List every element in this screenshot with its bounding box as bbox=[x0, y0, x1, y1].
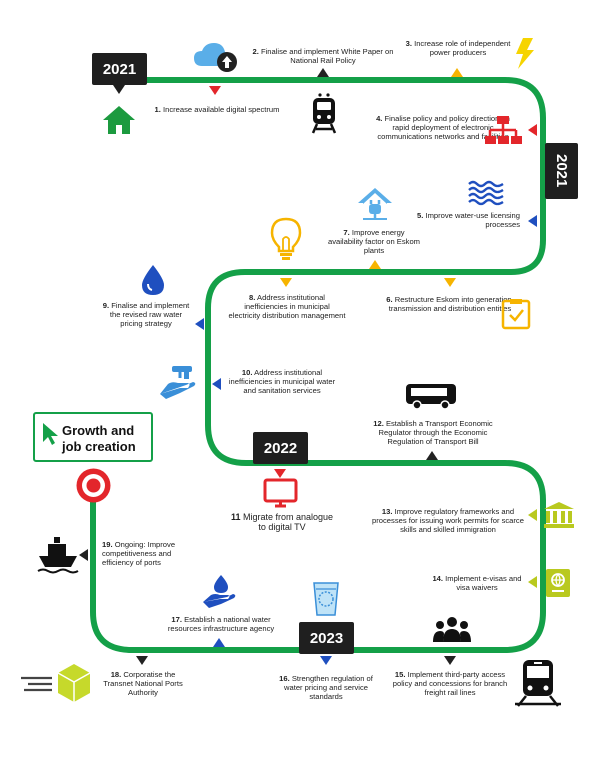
bus-icon bbox=[406, 384, 456, 410]
marker-18 bbox=[136, 656, 148, 665]
milestone-15-label: 15. Implement third-party access policy … bbox=[392, 670, 508, 697]
marker-13 bbox=[528, 509, 537, 521]
milestone-14-label: 14. Implement e-visas and visa waivers bbox=[432, 574, 522, 592]
marker-1 bbox=[209, 86, 221, 95]
marker-3 bbox=[451, 68, 463, 77]
marker-9 bbox=[195, 318, 204, 330]
target-icon bbox=[76, 468, 111, 503]
checklist-icon bbox=[501, 299, 531, 330]
bank-icon bbox=[544, 502, 574, 528]
freight-train-icon bbox=[515, 660, 561, 707]
tap-hand-icon bbox=[160, 366, 196, 399]
year-pointer bbox=[113, 85, 125, 94]
marker-14 bbox=[528, 576, 537, 588]
people-group-icon bbox=[433, 617, 471, 642]
milestone-2-label: 2. Finalise and implement White Paper on… bbox=[252, 47, 394, 65]
milestone-9-label: 9. Finalise and implement the revised ra… bbox=[102, 301, 190, 328]
marker-12 bbox=[426, 451, 438, 460]
marker-6 bbox=[444, 278, 456, 287]
milestone-16-label: 16. Strengthen regulation of water prici… bbox=[279, 674, 373, 701]
year-badge-2023: 2023 bbox=[299, 622, 354, 654]
milestone-10-label: 10. Address institutional inefficiencies… bbox=[228, 368, 336, 395]
milestone-6-label: 6. Restructure Eskom into generation, tr… bbox=[386, 295, 514, 313]
water-drop-icon bbox=[142, 265, 164, 295]
milestone-18-label: 18. Corporatise the Transnet National Po… bbox=[103, 670, 183, 697]
marker-2 bbox=[317, 68, 329, 77]
marker-4 bbox=[528, 124, 537, 136]
cloud-upload-icon bbox=[194, 43, 237, 72]
milestone-7-label: 7. Improve energy availability factor on… bbox=[328, 228, 421, 255]
marker-19 bbox=[79, 549, 88, 561]
year-badge-2021-start: 2021 bbox=[92, 53, 147, 85]
road-line bbox=[90, 77, 546, 653]
water-glass-icon bbox=[313, 582, 339, 616]
marker-5 bbox=[528, 215, 537, 227]
marker-15 bbox=[444, 656, 456, 665]
hand-drop-icon bbox=[203, 575, 236, 608]
milestone-17-label: 17. Establish a national water resources… bbox=[167, 615, 275, 633]
milestone-3-label: 3. Increase role of independent power pr… bbox=[405, 39, 511, 57]
network-icon bbox=[485, 116, 522, 144]
milestone-1-label: 1. Increase available digital spectrum bbox=[154, 105, 280, 114]
marker-17 bbox=[213, 638, 225, 647]
cargo-box-icon bbox=[21, 664, 91, 702]
house-icon bbox=[103, 106, 135, 134]
waves-icon bbox=[468, 180, 504, 206]
marker-8 bbox=[280, 278, 292, 287]
lightning-icon bbox=[516, 38, 534, 69]
marker-11 bbox=[274, 469, 286, 478]
milestone-11-label: 11 Migrate from analogue to digital TV bbox=[230, 512, 334, 532]
year-badge-2021-right: 2021 bbox=[545, 143, 578, 199]
growth-title: Growth and job creation bbox=[62, 423, 136, 454]
power-house-icon bbox=[358, 188, 392, 220]
milestone-5-label: 5. Improve water-use licensing processes bbox=[416, 211, 520, 229]
marker-16 bbox=[320, 656, 332, 665]
marker-7 bbox=[369, 260, 381, 269]
tv-icon bbox=[263, 478, 298, 508]
lightbulb-icon bbox=[270, 217, 302, 260]
milestone-13-label: 13. Improve regulatory frameworks and pr… bbox=[372, 507, 524, 534]
year-badge-2022: 2022 bbox=[253, 432, 308, 464]
train-icon bbox=[311, 93, 337, 134]
marker-10 bbox=[212, 378, 221, 390]
milestone-19-label: 19. Ongoing: Improve competitiveness and… bbox=[102, 540, 176, 567]
passport-icon bbox=[546, 569, 570, 597]
growth-badge: Growth and job creation bbox=[33, 412, 153, 462]
cursor-icon bbox=[43, 423, 58, 445]
milestone-12-label: 12. Establish a Transport Economic Regul… bbox=[373, 419, 493, 446]
milestone-8-label: 8. Address institutional inefficiencies … bbox=[228, 293, 346, 320]
milestone-4-label: 4. Finalise policy and policy direction … bbox=[376, 114, 510, 141]
ship-icon bbox=[37, 537, 79, 574]
